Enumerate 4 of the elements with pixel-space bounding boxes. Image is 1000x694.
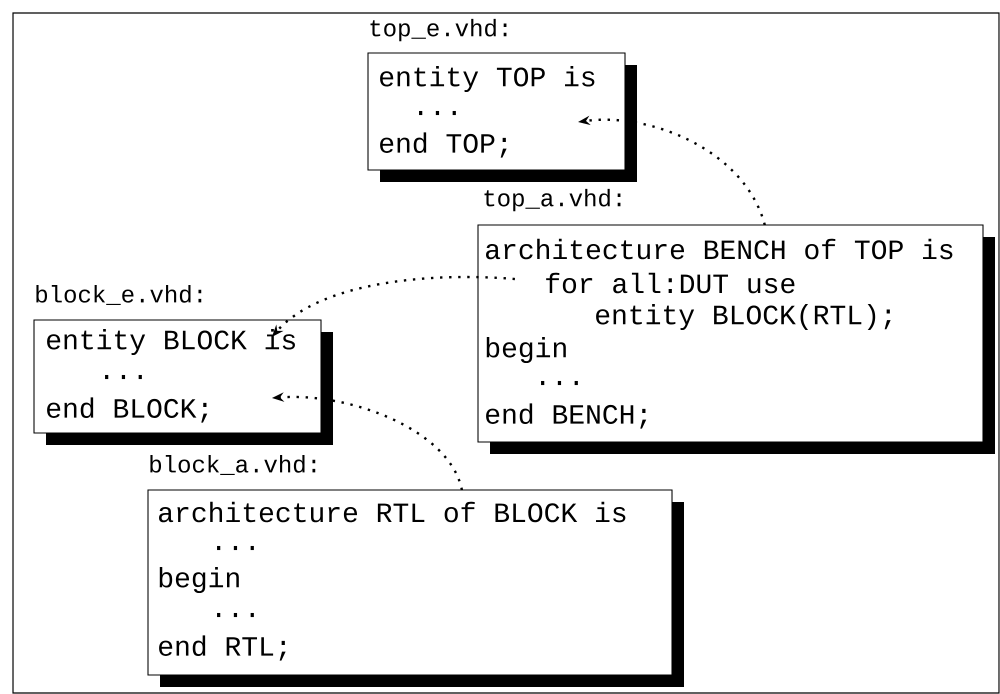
file-name: block_e.vhd: bbox=[36, 285, 202, 305]
file-name: top_a.vhd: bbox=[484, 188, 620, 212]
file-name: block_a.vhd: bbox=[150, 455, 316, 475]
file-name: top_e.vhd: bbox=[370, 18, 506, 42]
